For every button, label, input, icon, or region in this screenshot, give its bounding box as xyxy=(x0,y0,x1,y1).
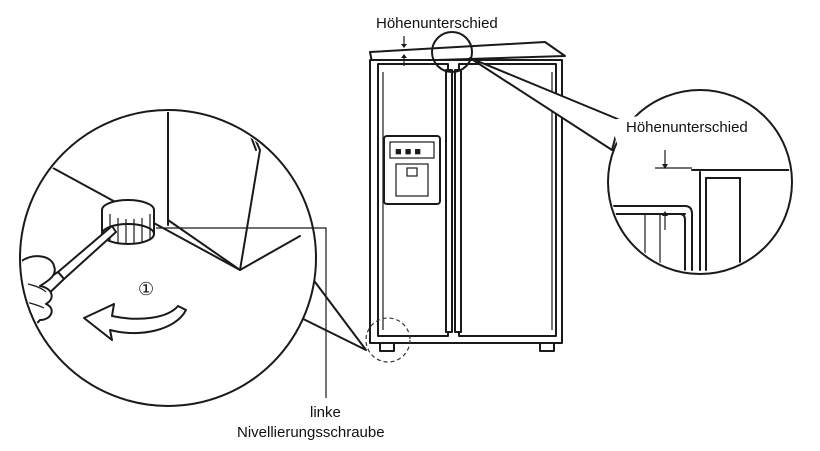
height-difference-top-label: Höhenunterschied xyxy=(376,15,498,32)
fridge-handle xyxy=(454,69,462,333)
height-gap-marker xyxy=(431,31,473,73)
leveling-screw-detail-callout: ① xyxy=(19,109,367,407)
left-foot xyxy=(379,342,395,352)
right-foot xyxy=(539,342,555,352)
water-ice-dispenser: ■ ■ ■ xyxy=(383,135,441,205)
step-marker: ① xyxy=(138,279,154,300)
height-difference-detail-callout: Höhenunterschied xyxy=(469,57,793,275)
fridge-door xyxy=(458,63,557,337)
leveling-screw-label-line1: linke xyxy=(310,404,341,421)
refrigerator-top xyxy=(369,41,566,63)
height-difference-detail-label: Höhenunterschied xyxy=(626,119,748,136)
svg-text:■ ■ ■: ■ ■ ■ xyxy=(395,146,421,158)
leveling-screw-label-line2: Nivellierungsschraube xyxy=(237,424,385,441)
leveling-screw-leader xyxy=(156,227,327,398)
leveling-screw-marker xyxy=(365,317,411,363)
freezer-handle xyxy=(445,69,453,333)
rotation-arrow-icon xyxy=(83,303,187,341)
refrigerator: ■ ■ ■ xyxy=(365,31,566,363)
